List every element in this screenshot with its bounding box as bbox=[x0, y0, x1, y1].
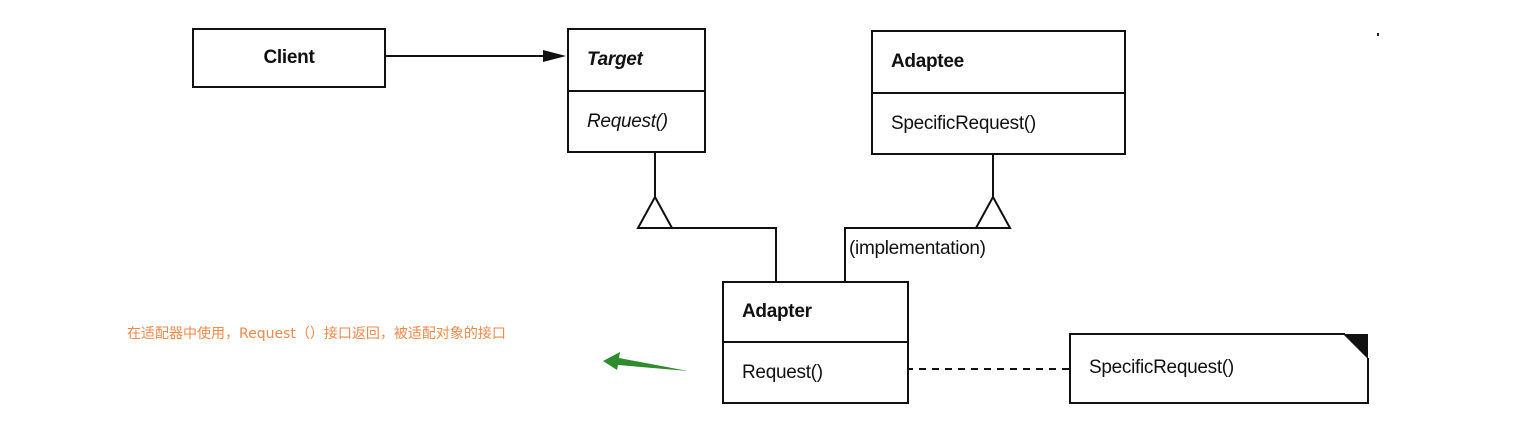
class-adapter-operation: Request() bbox=[742, 361, 823, 383]
class-adaptee-operation: SpecificRequest() bbox=[891, 112, 1036, 134]
class-adaptee-name: Adaptee bbox=[891, 51, 964, 72]
note-top-border bbox=[1069, 333, 1345, 335]
implementation-label: (implementation) bbox=[849, 238, 986, 259]
inheritance-target-to-adapter bbox=[672, 227, 777, 282]
stray-dot bbox=[1377, 33, 1379, 36]
note-dog-ear bbox=[1343, 334, 1368, 359]
class-target-name: Target bbox=[587, 49, 643, 70]
note-text: SpecificRequest() bbox=[1089, 356, 1234, 378]
inheritance-triangle-target bbox=[636, 194, 674, 229]
class-target: Target Request() bbox=[567, 28, 706, 153]
class-client-name: Client bbox=[263, 47, 315, 68]
annotation-arrow bbox=[603, 352, 688, 371]
inheritance-triangle-adaptee bbox=[974, 194, 1012, 229]
association-arrowhead bbox=[543, 50, 566, 62]
class-adapter: Adapter Request() bbox=[722, 281, 909, 404]
note-specific-request: SpecificRequest() bbox=[1069, 333, 1369, 404]
inheritance-adaptee-to-adapter bbox=[844, 227, 976, 282]
annotation-text: 在适配器中使用，Request（）接口返回，被适配对象的接口 bbox=[127, 326, 506, 342]
note-right-border bbox=[1367, 358, 1369, 404]
class-client: Client bbox=[192, 28, 386, 88]
note-dog-ear-fold bbox=[1347, 344, 1360, 352]
class-adapter-name: Adapter bbox=[742, 301, 812, 322]
class-adaptee: Adaptee SpecificRequest() bbox=[871, 30, 1126, 155]
class-target-operation: Request() bbox=[587, 110, 668, 132]
